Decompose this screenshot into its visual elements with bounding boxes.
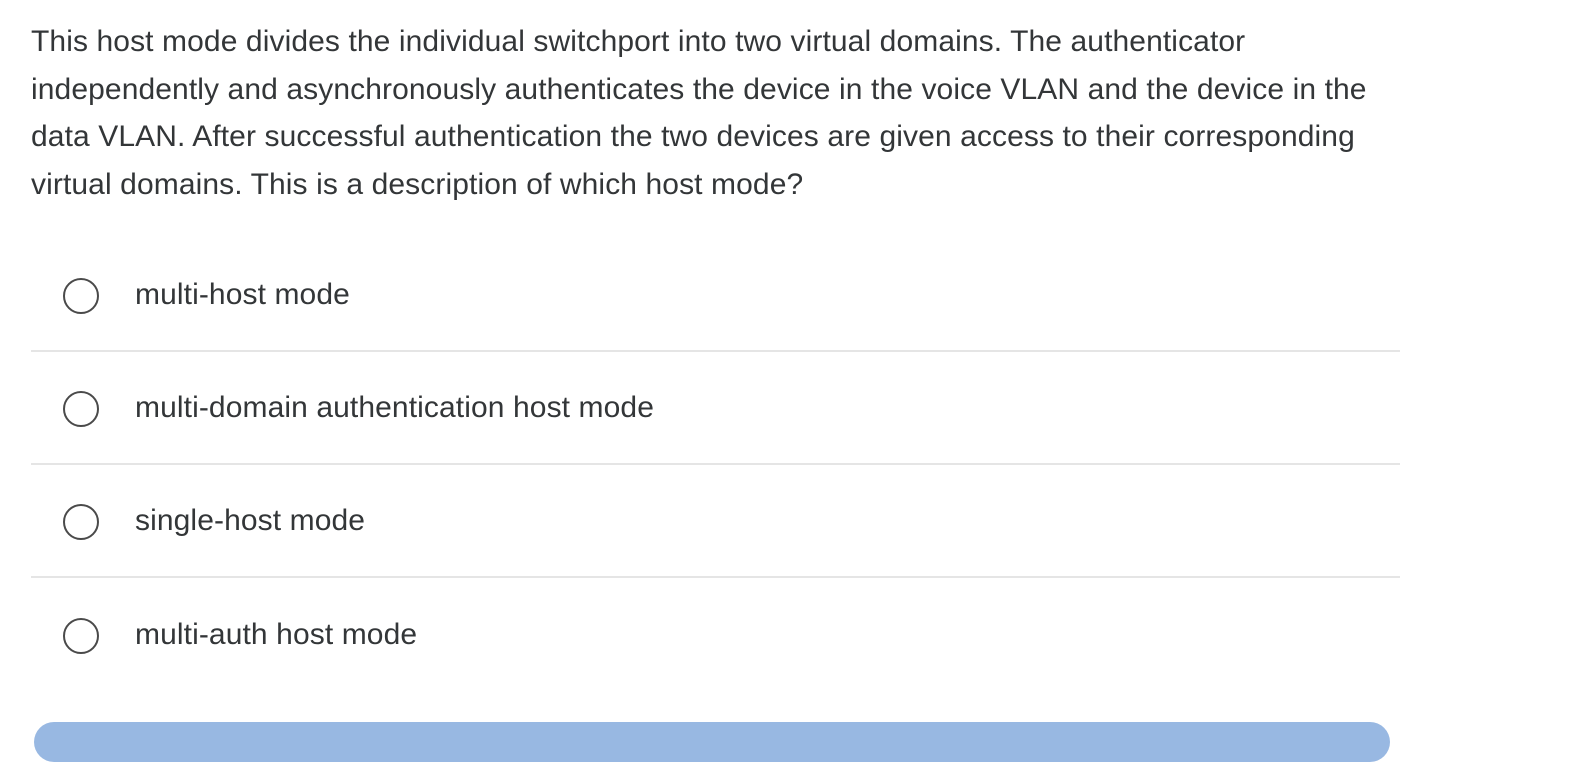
radio-button-icon[interactable] [63, 390, 99, 427]
option-label: multi-auth host mode [135, 617, 418, 651]
option-label: single-host mode [135, 503, 366, 537]
option-single-host[interactable]: single-host mode [31, 465, 1400, 578]
option-label: multi-host mode [135, 277, 350, 311]
radio-button-icon[interactable] [63, 277, 99, 314]
submit-button[interactable] [34, 722, 1390, 762]
option-multi-domain[interactable]: multi-domain authentication host mode [31, 352, 1400, 465]
radio-button-icon[interactable] [63, 617, 99, 654]
radio-button-icon[interactable] [63, 503, 99, 540]
answer-options: multi-host mode multi-domain authenticat… [31, 239, 1400, 691]
option-multi-auth[interactable]: multi-auth host mode [31, 578, 1400, 691]
option-multi-host[interactable]: multi-host mode [31, 239, 1400, 352]
question-text: This host mode divides the individual sw… [31, 25, 1367, 201]
option-label: multi-domain authentication host mode [135, 390, 654, 424]
